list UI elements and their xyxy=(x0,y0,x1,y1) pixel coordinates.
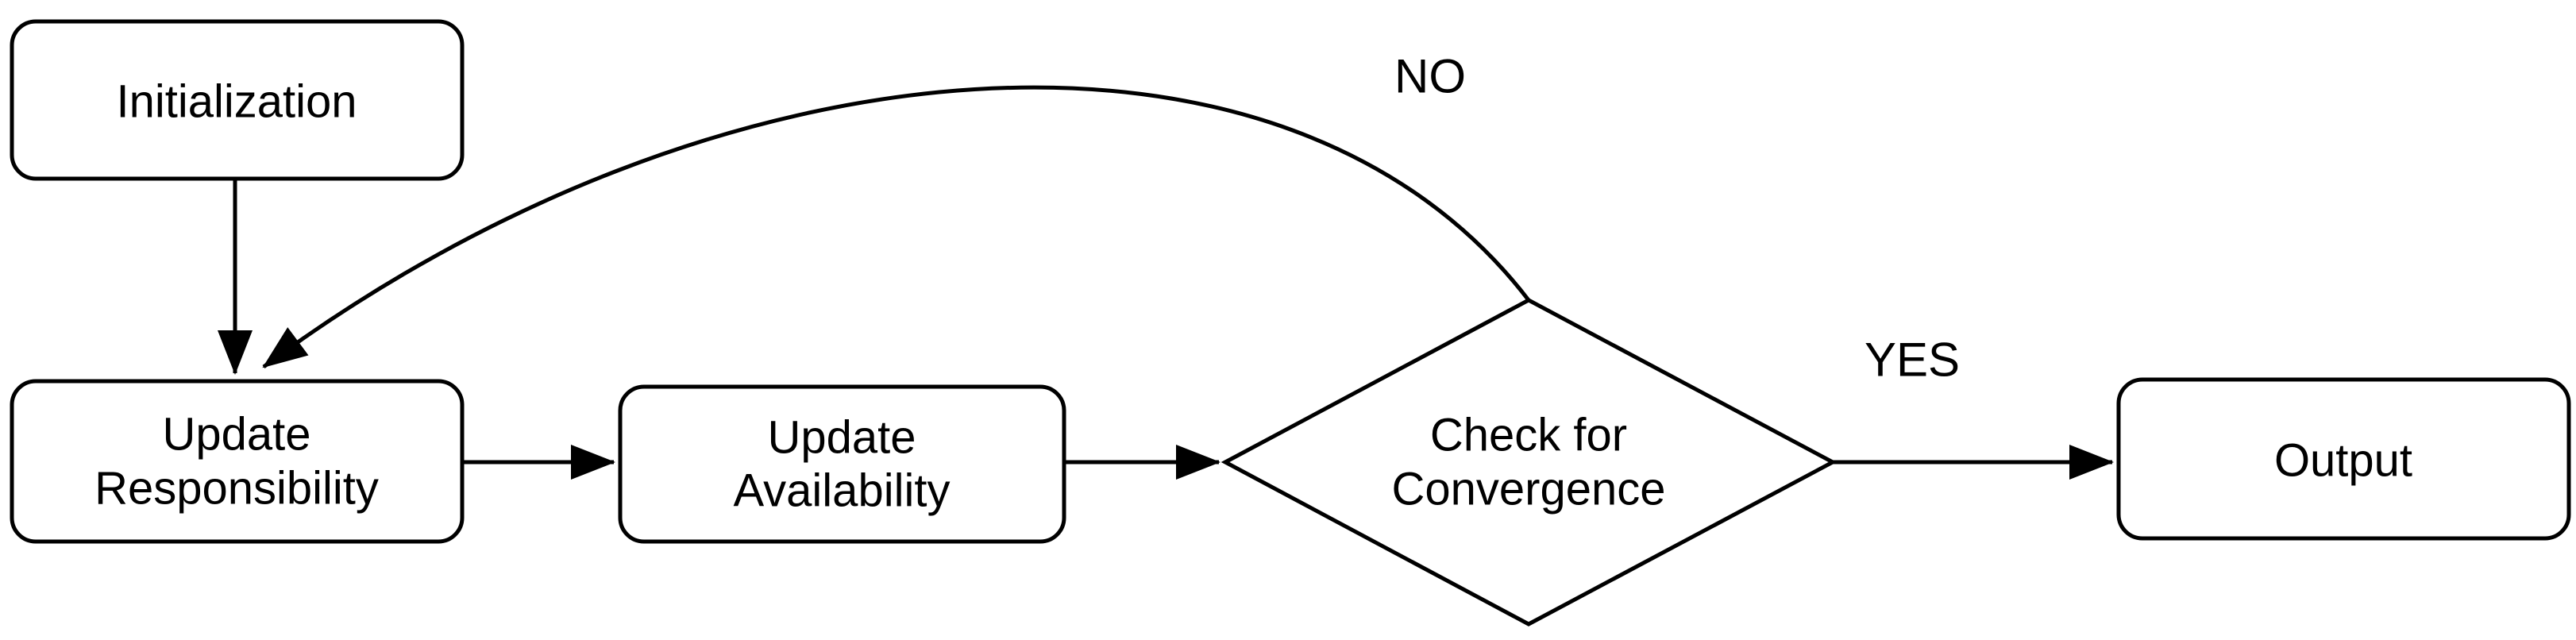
node-check-convergence-label-line1: Check for xyxy=(1430,410,1627,461)
node-initialization xyxy=(10,19,465,181)
node-output-label: Output xyxy=(2274,435,2412,487)
node-update-responsibility-label-line2: Responsibility xyxy=(94,463,379,515)
edge-convergence-to-responsibility-no xyxy=(262,85,1530,369)
node-check-convergence-label-line2: Convergence xyxy=(1392,464,1666,515)
node-initialization-label: Initialization xyxy=(116,76,357,128)
node-update-availability-label-line2: Availability xyxy=(734,465,951,517)
node-update-responsibility-label-line1: Update xyxy=(162,409,310,461)
node-update-availability-label-line1: Update xyxy=(767,412,916,464)
node-check-convergence xyxy=(1221,298,1838,627)
node-update-responsibility xyxy=(10,379,465,544)
edge-label-no: NO xyxy=(1394,50,1466,103)
node-update-availability xyxy=(618,384,1066,544)
node-output xyxy=(2116,377,2571,541)
edge-label-yes: YES xyxy=(1865,333,1960,387)
